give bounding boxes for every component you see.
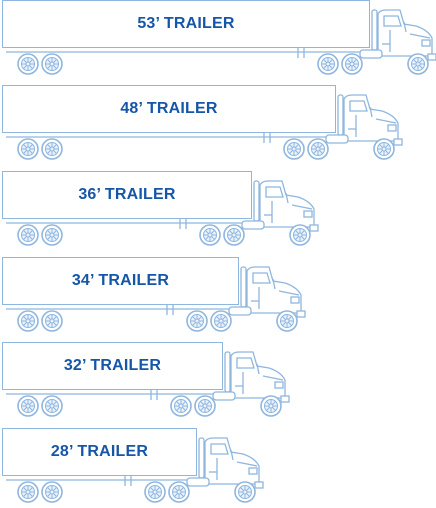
wheel-icon (17, 310, 39, 332)
wheel-icon (341, 53, 363, 75)
wheel-icon (41, 395, 63, 417)
truck-cab-icon (6, 9, 436, 61)
trailer-box: 48’ TRAILER (2, 85, 336, 133)
truck-cab-icon (6, 266, 306, 318)
wheel-icon (234, 481, 256, 503)
wheel-set (17, 481, 256, 503)
wheel-icon (168, 481, 190, 503)
wheel-set (17, 138, 395, 160)
wheel-icon (17, 481, 39, 503)
trailer-label: 53’ TRAILER (137, 15, 235, 32)
wheel-icon (373, 138, 395, 160)
wheel-icon (317, 53, 339, 75)
wheel-set (17, 395, 282, 417)
wheel-icon (307, 138, 329, 160)
truck-cab-icon (6, 94, 403, 146)
wheel-icon (260, 395, 282, 417)
wheel-icon (276, 310, 298, 332)
wheel-icon (17, 138, 39, 160)
wheel-icon (17, 395, 39, 417)
wheel-icon (223, 224, 245, 246)
trailer-label: 48’ TRAILER (120, 100, 218, 117)
trailer-rig: 48’ TRAILER (0, 85, 436, 163)
wheel-icon (17, 53, 39, 75)
trailer-label: 32’ TRAILER (63, 357, 162, 374)
wheel-icon (170, 395, 192, 417)
wheel-set (17, 53, 429, 75)
wheel-icon (17, 224, 39, 246)
wheel-icon (194, 395, 216, 417)
trailer-rig: 34’ TRAILER (0, 257, 436, 335)
wheel-icon (41, 481, 63, 503)
wheel-icon (41, 310, 63, 332)
wheel-icon (41, 138, 63, 160)
truck-cab-icon (6, 437, 264, 489)
trailer-label: 36’ TRAILER (78, 186, 176, 203)
wheel-icon (210, 310, 232, 332)
wheel-icon (407, 53, 429, 75)
trailer-box: 53’ TRAILER (2, 0, 370, 48)
trailer-rig: 53’ TRAILER (0, 0, 436, 78)
trailer-rig: 32’ TRAILER (0, 342, 436, 420)
wheel-icon (289, 224, 311, 246)
trailer-rig: 28’ TRAILER (0, 428, 436, 506)
trailer-label: 34’ TRAILER (71, 272, 170, 289)
wheel-icon (41, 53, 63, 75)
wheel-icon (199, 224, 221, 246)
trailer-label: 28’ TRAILER (50, 443, 149, 460)
trailer-box: 34’ TRAILER (2, 257, 239, 305)
wheel-set (17, 224, 311, 246)
trailer-box: 32’ TRAILER (2, 342, 223, 390)
wheel-set (17, 310, 298, 332)
wheel-icon (144, 481, 166, 503)
trailer-box: 36’ TRAILER (2, 171, 252, 219)
truck-cab-icon (6, 180, 319, 232)
wheel-icon (283, 138, 305, 160)
trailer-rig: 36’ TRAILER (0, 171, 436, 249)
wheel-icon (186, 310, 208, 332)
trailer-box: 28’ TRAILER (2, 428, 197, 476)
wheel-icon (41, 224, 63, 246)
truck-cab-icon (6, 351, 290, 403)
